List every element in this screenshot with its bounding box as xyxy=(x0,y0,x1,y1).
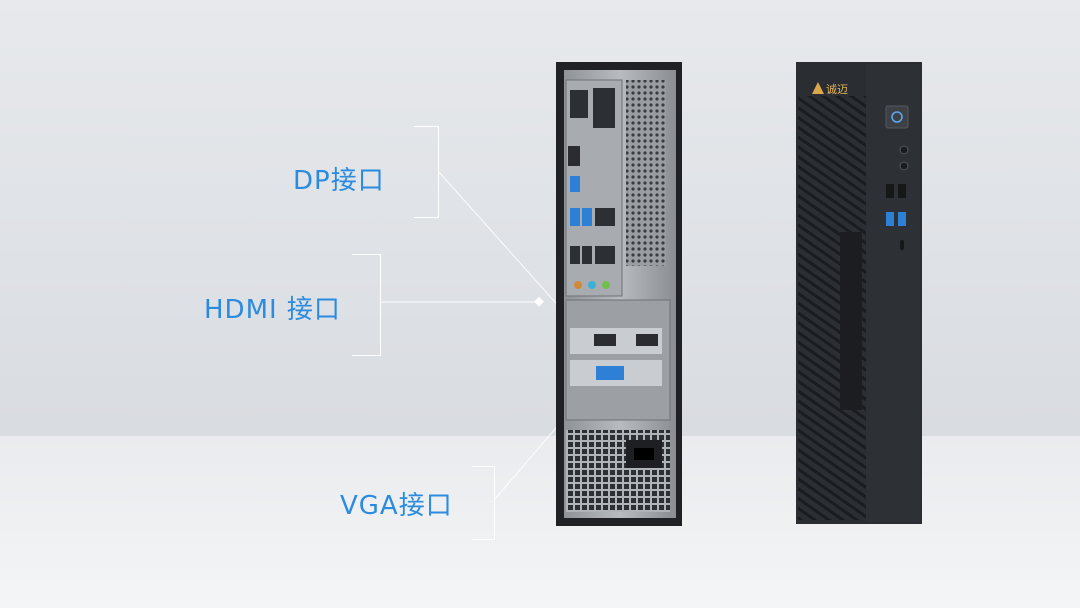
power-socket-inner xyxy=(634,448,654,460)
usb-port[interactable] xyxy=(886,184,894,198)
audio-jack xyxy=(574,281,582,289)
audio-jack xyxy=(602,281,610,289)
vga-port xyxy=(596,366,624,380)
front-tower: 诚迈 xyxy=(796,62,922,524)
headphone-jack[interactable] xyxy=(899,145,909,155)
usb-port xyxy=(570,208,580,226)
audio-jack xyxy=(588,281,596,289)
front-slot xyxy=(840,232,862,410)
power-icon xyxy=(891,111,903,123)
mic-jack[interactable] xyxy=(899,161,909,171)
hdmi-port-label: HDMI 接口 xyxy=(204,295,341,325)
serial-port xyxy=(570,90,588,118)
brand-logo-icon xyxy=(812,82,824,94)
usb-port[interactable] xyxy=(898,212,906,226)
vga-port-label: VGA接口 xyxy=(340,491,453,521)
hdmi-marker xyxy=(534,296,544,307)
vga-bracket xyxy=(472,466,495,540)
usb-port[interactable] xyxy=(898,184,906,198)
usb-c-port[interactable] xyxy=(900,240,904,250)
rear-tower xyxy=(556,62,682,526)
hdmi-port xyxy=(636,334,658,346)
front-side-panel xyxy=(866,64,920,522)
usb-port xyxy=(570,176,580,192)
hdmi-port xyxy=(568,146,580,166)
dp-port-label: DP接口 xyxy=(293,166,385,196)
usb-port xyxy=(582,208,592,226)
usb-port[interactable] xyxy=(886,212,894,226)
ethernet-port xyxy=(595,208,615,226)
rear-vent xyxy=(626,80,666,266)
serial-port xyxy=(593,88,615,128)
dp-port xyxy=(594,334,616,346)
usb-port xyxy=(570,246,580,264)
power-button[interactable] xyxy=(885,105,909,129)
usb-port xyxy=(582,246,592,264)
ethernet-port xyxy=(595,246,615,264)
hdmi-bracket xyxy=(352,254,381,356)
brand-logo-text: 诚迈 xyxy=(826,83,848,96)
